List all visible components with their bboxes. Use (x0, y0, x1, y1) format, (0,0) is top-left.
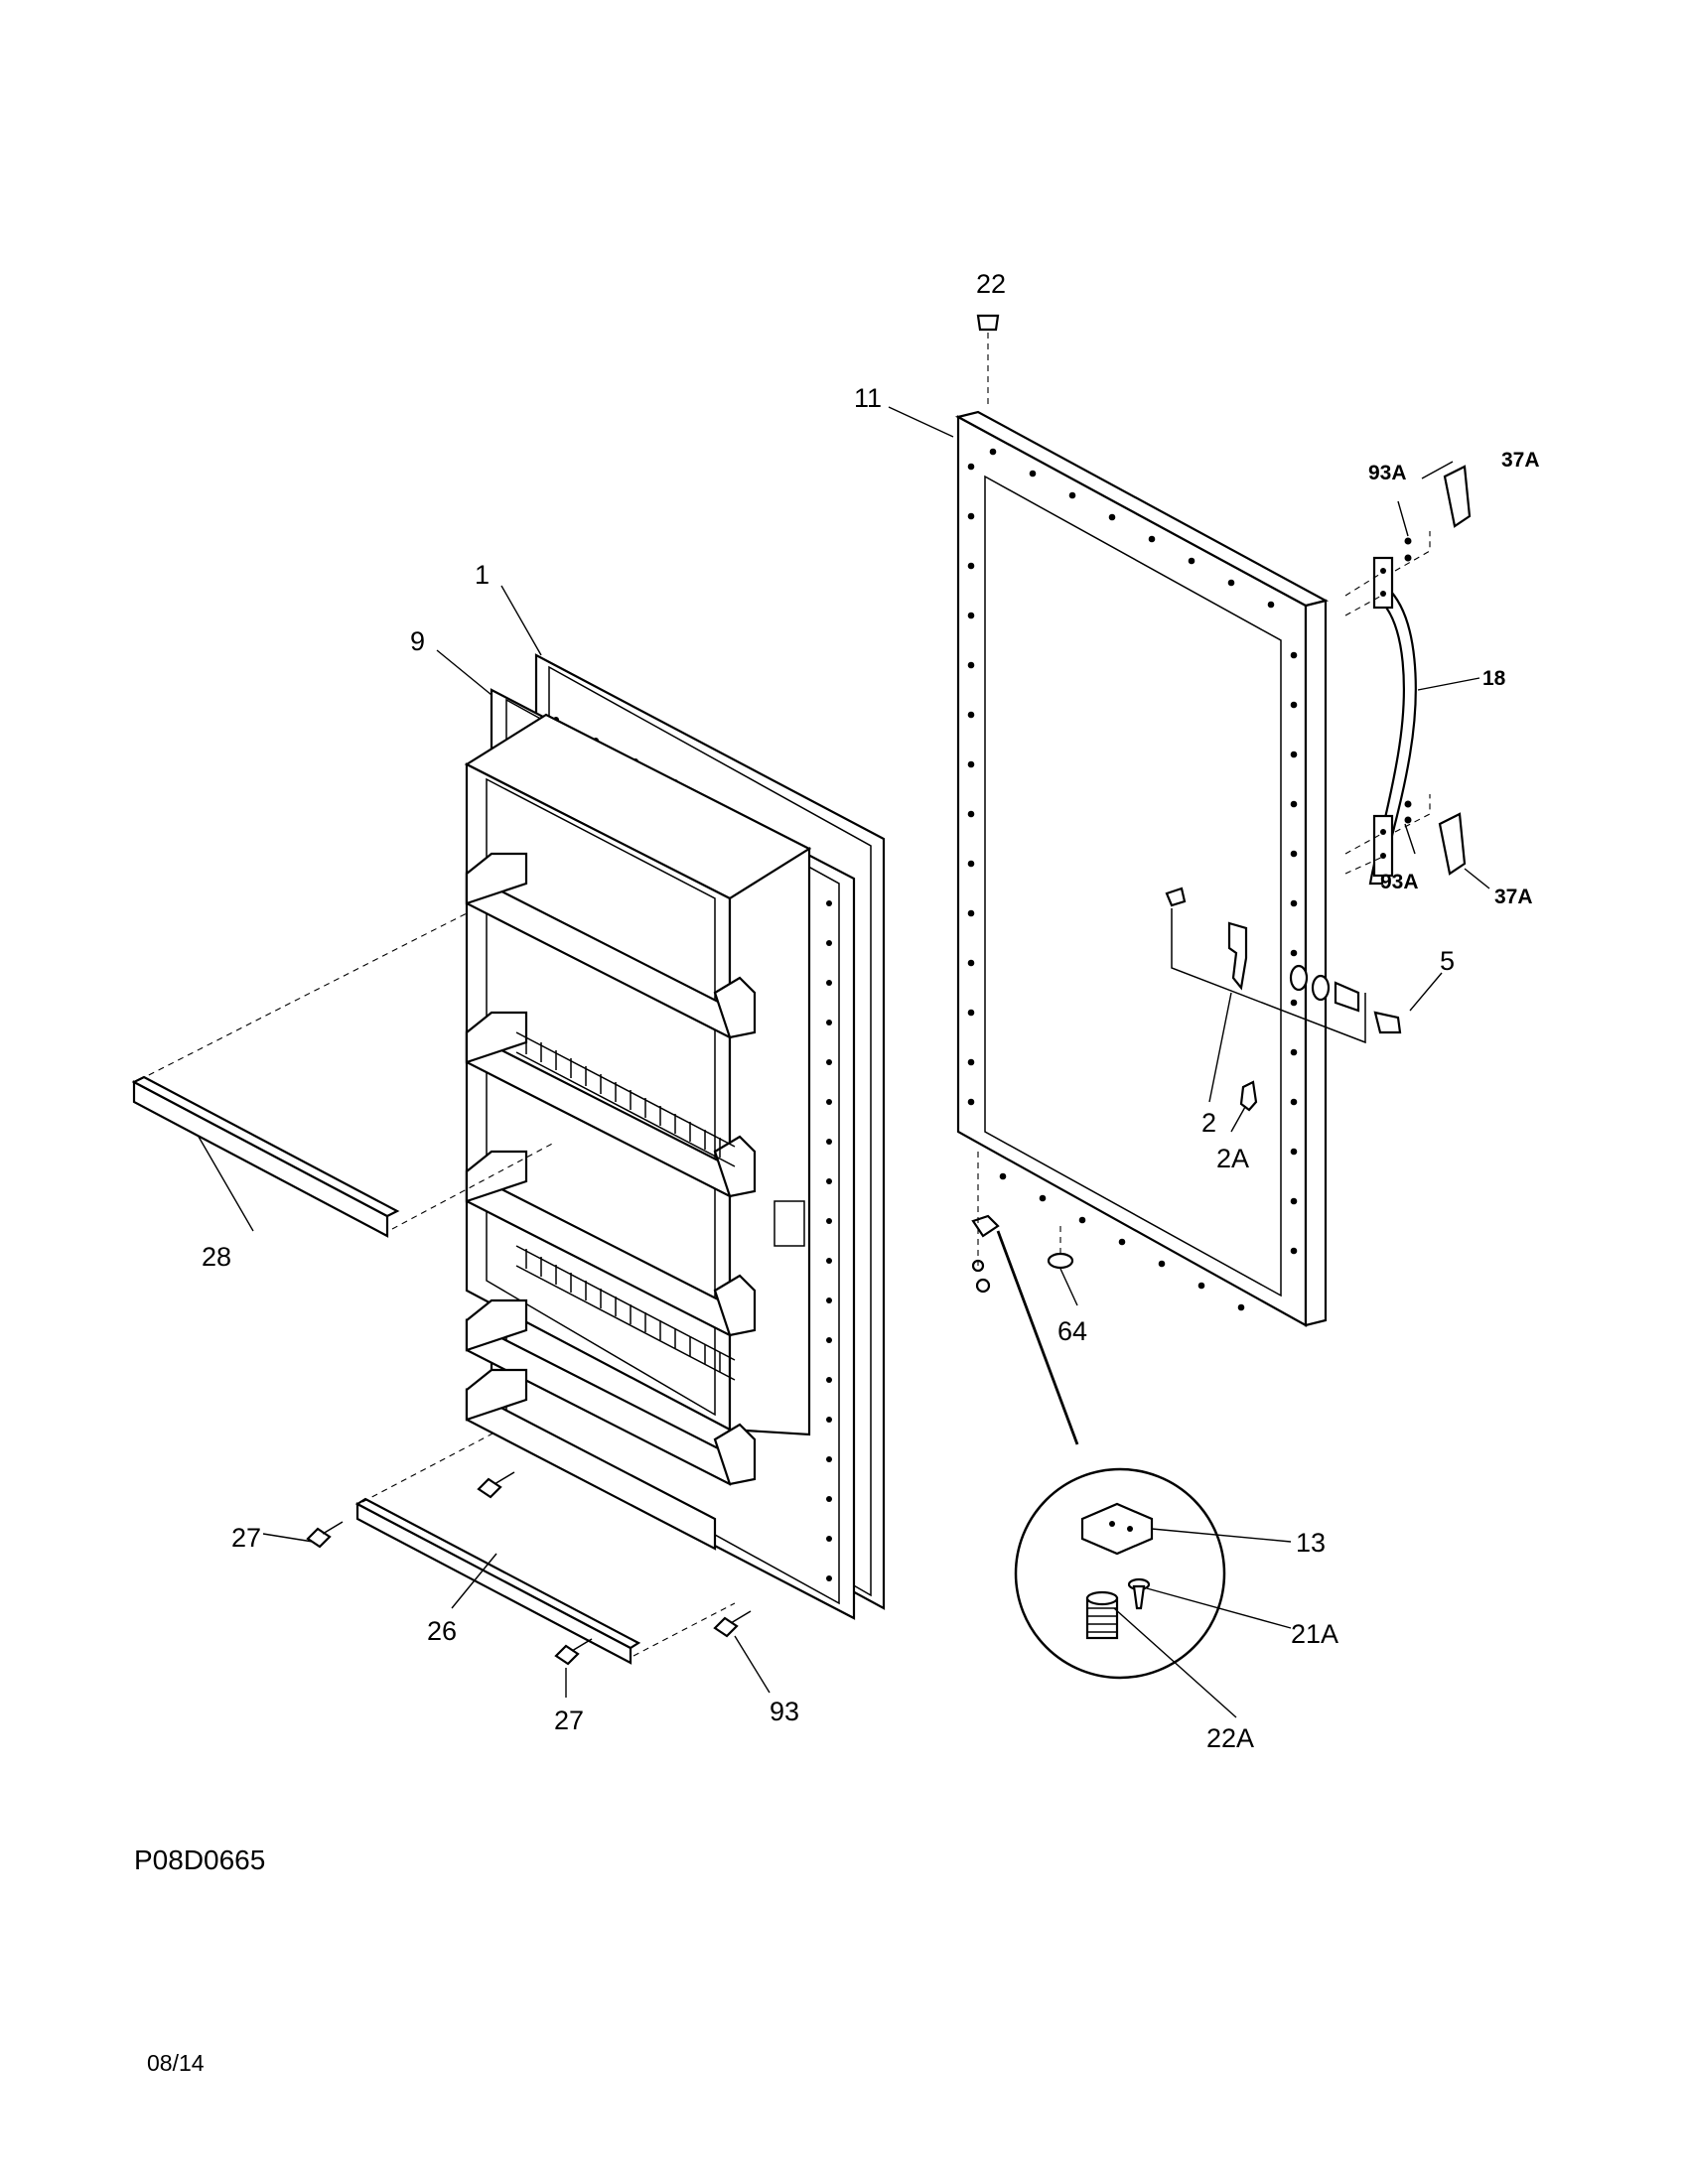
callout-18: 18 (1482, 667, 1506, 690)
shelf-grate-upper (515, 1031, 736, 1167)
shelf-rail-28 (131, 912, 557, 1238)
outer-door-panel (954, 410, 1330, 1327)
callout-2: 2 (1201, 1108, 1216, 1138)
callout-26: 26 (427, 1616, 457, 1646)
callout-9: 9 (410, 626, 425, 656)
rivet-center-icon (477, 1471, 515, 1499)
leader-lines (198, 406, 1490, 1718)
hinge-bracket-13-icon (1080, 1502, 1154, 1556)
hinge-bushing-22A-icon (1085, 1590, 1119, 1640)
lock-clip-2A-icon (1239, 1080, 1258, 1112)
drawing-date: 08/14 (147, 2050, 205, 2076)
callout-27-left: 27 (231, 1523, 261, 1553)
callout-93: 93 (770, 1697, 799, 1726)
lock-cylinder-5-icon (1289, 964, 1402, 1034)
callout-22A: 22A (1206, 1723, 1254, 1753)
callout-37A-top: 37A (1501, 449, 1540, 472)
hinge-screw-21A-icon (1127, 1577, 1151, 1610)
callout-27-bottom: 27 (554, 1706, 584, 1735)
callout-22: 22 (976, 269, 1006, 299)
callout-2A: 2A (1216, 1144, 1249, 1173)
end-cap-37A-bottom-icon (1438, 812, 1467, 876)
drawing-id: P08D0665 (134, 1844, 266, 1875)
panel-screw-holes (967, 448, 1298, 1311)
callout-64: 64 (1057, 1316, 1087, 1346)
rivet-27-bottom-icon (554, 1638, 593, 1666)
gasket-seal-64-icon (1047, 1252, 1074, 1270)
door-shelves (465, 852, 757, 1551)
hinge-bracket-small-icon (971, 1214, 1000, 1294)
callout-5: 5 (1440, 946, 1455, 976)
hinge-detail-circle (1014, 1467, 1226, 1680)
callout-13: 13 (1296, 1528, 1326, 1558)
top-bushing-22-icon (976, 314, 1000, 405)
callout-1: 1 (475, 560, 490, 590)
door-handle-18 (1344, 531, 1431, 886)
lock-bolt-icon (1165, 887, 1187, 907)
rivet-27-left-icon (306, 1521, 344, 1549)
handle-screws (1404, 537, 1412, 824)
callout-93A-top: 93A (1368, 462, 1407, 484)
rivet-93-icon (713, 1610, 752, 1638)
lock-assembly-bracket (1171, 908, 1366, 1044)
bottom-rail-26 (354, 1431, 736, 1665)
lock-strike-icon (1227, 921, 1248, 991)
callout-21A: 21A (1291, 1619, 1338, 1649)
detail-leader (996, 1230, 1079, 1445)
end-cap-37A-top-icon (1443, 465, 1472, 528)
callout-11: 11 (854, 383, 882, 413)
callout-37A-bottom: 37A (1494, 886, 1533, 908)
shelf-grate-lower (515, 1245, 736, 1381)
callout-93A-bottom: 93A (1380, 871, 1419, 893)
callout-28: 28 (202, 1242, 231, 1272)
